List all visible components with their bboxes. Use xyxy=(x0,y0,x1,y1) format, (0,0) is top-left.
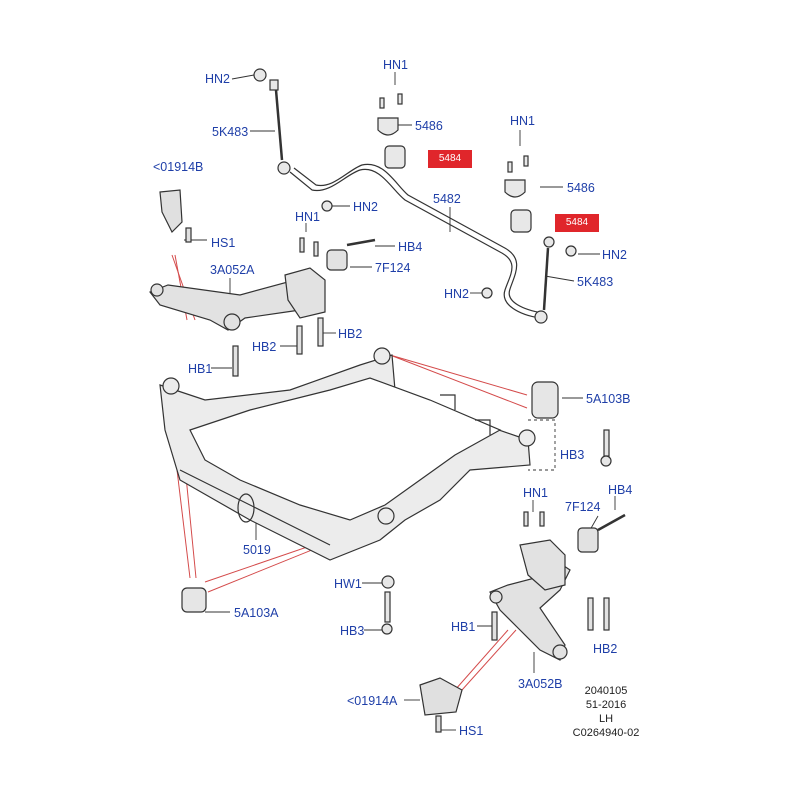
label-hb3-low: HB3 xyxy=(340,624,365,638)
label-3a052b: 3A052B xyxy=(518,677,563,691)
meta-line-1: 2040105 xyxy=(584,685,628,697)
bracket-left-upper xyxy=(159,189,192,243)
label-hb1-left: HB1 xyxy=(188,362,213,376)
subframe xyxy=(159,347,536,561)
highlight-5484-right: 5484 xyxy=(555,214,599,232)
bracket-left-lower xyxy=(419,677,463,733)
label-hn1-right: HN1 xyxy=(510,114,536,128)
stabilizer-bushings xyxy=(377,93,532,233)
highlight-5484-top: 5484 xyxy=(428,150,472,168)
label-hn2-right: HN2 xyxy=(602,248,628,262)
label-5486-right: 5486 xyxy=(567,181,595,195)
label-hw1: HW1 xyxy=(334,577,362,591)
label-bracket-01914b: <01914B xyxy=(153,160,204,174)
control-arm-a xyxy=(149,237,376,377)
label-bracket-01914a: <01914A xyxy=(347,694,398,708)
label-5482: 5482 xyxy=(433,192,461,206)
label-5486-top: 5486 xyxy=(415,119,443,133)
control-arm-b xyxy=(489,511,626,661)
label-hb2-left: HB2 xyxy=(252,340,277,354)
dashed-bracket xyxy=(528,419,556,471)
label-hb1-low: HB1 xyxy=(451,620,476,634)
label-7f124-right: 7F124 xyxy=(565,500,601,514)
label-3a052a: 3A052A xyxy=(210,263,255,277)
black-leader-lines xyxy=(184,72,616,731)
label-5019: 5019 xyxy=(243,543,271,557)
label-hs1-top: HS1 xyxy=(211,236,236,250)
stabilizer-bar xyxy=(289,163,544,319)
reference-meta: 2040105 51-2016 LH C0264940-02 xyxy=(568,684,644,740)
label-5k483-right: 5K483 xyxy=(577,275,614,289)
label-hn2-top: HN2 xyxy=(205,72,231,86)
label-hn2-mid: HN2 xyxy=(353,200,379,214)
meta-line-3: LH xyxy=(598,713,614,725)
label-hb2-mid: HB2 xyxy=(338,327,363,341)
label-5a103b: 5A103B xyxy=(586,392,631,406)
label-5k483-left: 5K483 xyxy=(212,125,249,139)
label-7f124-left: 7F124 xyxy=(375,261,411,275)
label-hn1-mid: HN1 xyxy=(295,210,321,224)
label-hn1-low: HN1 xyxy=(523,486,549,500)
label-hb3-right: HB3 xyxy=(560,448,585,462)
label-hb4-right: HB4 xyxy=(608,483,633,497)
label-hn1-top: HN1 xyxy=(383,58,409,72)
label-hn2-low: HN2 xyxy=(444,287,470,301)
stabilizer-link-left xyxy=(253,68,291,175)
label-5a103a: 5A103A xyxy=(234,606,279,620)
subframe-bushings xyxy=(181,381,612,635)
meta-line-2: 51-2016 xyxy=(585,699,627,711)
label-hb4-left: HB4 xyxy=(398,240,423,254)
label-hs1-low: HS1 xyxy=(459,724,484,738)
stabilizer-link-right xyxy=(321,200,577,324)
meta-line-4: C0264940-02 xyxy=(572,727,640,739)
label-hb2-low: HB2 xyxy=(593,642,618,656)
